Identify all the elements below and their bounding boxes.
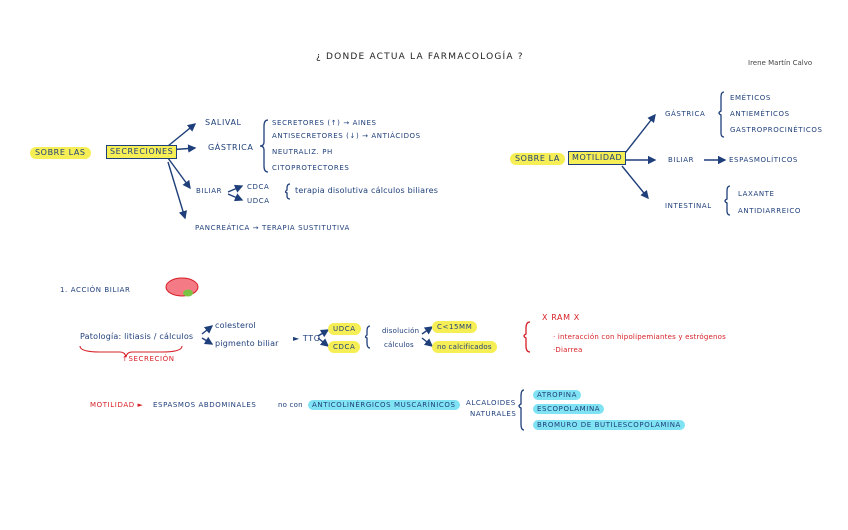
alcaloide-item: BROMURO DE BUTILESCOPOLAMINA — [533, 420, 685, 430]
no-con: no con — [278, 401, 303, 409]
page-title: ¿ DONDE ACTUA LA FARMACOLOGÍA ? — [316, 52, 524, 62]
biliar: BILIAR — [196, 187, 223, 195]
author: Irene Martín Calvo — [748, 59, 813, 67]
condicion: C<15mm — [432, 321, 478, 333]
ram-title: X RAM X — [542, 313, 580, 322]
motilidad-biliar: BILIAR — [668, 156, 695, 164]
salival: SALIVAL — [205, 118, 242, 127]
tto: ► TTO — [293, 334, 321, 343]
motilidad-intestinal: INTESTINAL — [665, 202, 712, 210]
gastrica-item: CITOPROTECTORES — [272, 164, 350, 172]
alcaloide-item: ESCOPOLAMINA — [533, 404, 605, 414]
section-heading: 1. ACCIÓN BILIAR — [60, 286, 131, 294]
motilidad-row-label: MOTILIDAD ► — [90, 401, 144, 409]
farmaco: CDCA — [328, 341, 361, 353]
anticolinergicos: ANTICOLINÉRGICOS MUSCARÍNICOS — [308, 400, 460, 410]
motilidad-gastrica-item: ANTIEMÉTICOS — [730, 110, 790, 118]
motilidad-biliar-item: ESPASMOLÍTICOS — [729, 156, 798, 164]
secreciones-prefix: SOBRE LAS — [30, 147, 91, 159]
motilidad-prefix: SOBRE LA — [510, 153, 565, 165]
gallbladder-drawing — [165, 277, 199, 297]
disolucion: cálculos — [384, 341, 414, 349]
patologia: Patología: litiasis / cálculos — [80, 332, 194, 341]
biliar-item: CDCA — [247, 183, 270, 191]
motilidad-gastrica-item: EMÉTICOS — [730, 94, 771, 102]
alcaloides: ALCALOIDES — [466, 399, 516, 407]
alcaloides: NATURALES — [470, 410, 517, 418]
motilidad-box: MOTILIDAD — [568, 151, 627, 165]
ram-item: ·Diarrea — [553, 346, 583, 354]
gastrica-item: SECRETORES (↑) → AINES — [272, 119, 377, 127]
gastrica: GÁSTRICA — [208, 143, 254, 152]
gastrica-item: NEUTRALIZ. PH — [272, 148, 333, 156]
pancreatica: PANCREÁTICA → terapia sustitutiva — [195, 224, 350, 232]
secreciones-box: SECRECIONES — [106, 145, 178, 159]
causa: pigmento biliar — [215, 339, 279, 348]
farmaco: UDCA — [328, 323, 361, 335]
motilidad-intestinal-item: LAXANTE — [738, 190, 775, 198]
biliar-note: terapia disolutiva cálculos biliares — [295, 186, 439, 195]
motilidad-intestinal-item: ANTIDIARREICO — [738, 207, 802, 215]
alcaloide-item: ATROPINA — [533, 390, 582, 400]
gastrica-item: ANTISECRETORES (↓) → ANTIÁCIDOS — [272, 132, 421, 140]
motilidad-gastrica: GÁSTRICA — [665, 110, 706, 118]
ram-item: · interacción con hipolipemiantes y estr… — [553, 333, 726, 341]
causa: colesterol — [215, 321, 256, 330]
condicion: no calcificados — [432, 341, 497, 353]
espasmos: ESPASMOS ABDOMINALES — [153, 401, 257, 409]
biliar-item: UDCA — [247, 197, 270, 205]
disolucion: disolución — [382, 327, 420, 335]
secrecion: ↑SECRECIÓN — [122, 355, 175, 363]
motilidad-gastrica-item: GASTROPROCINÉTICOS — [730, 126, 823, 134]
